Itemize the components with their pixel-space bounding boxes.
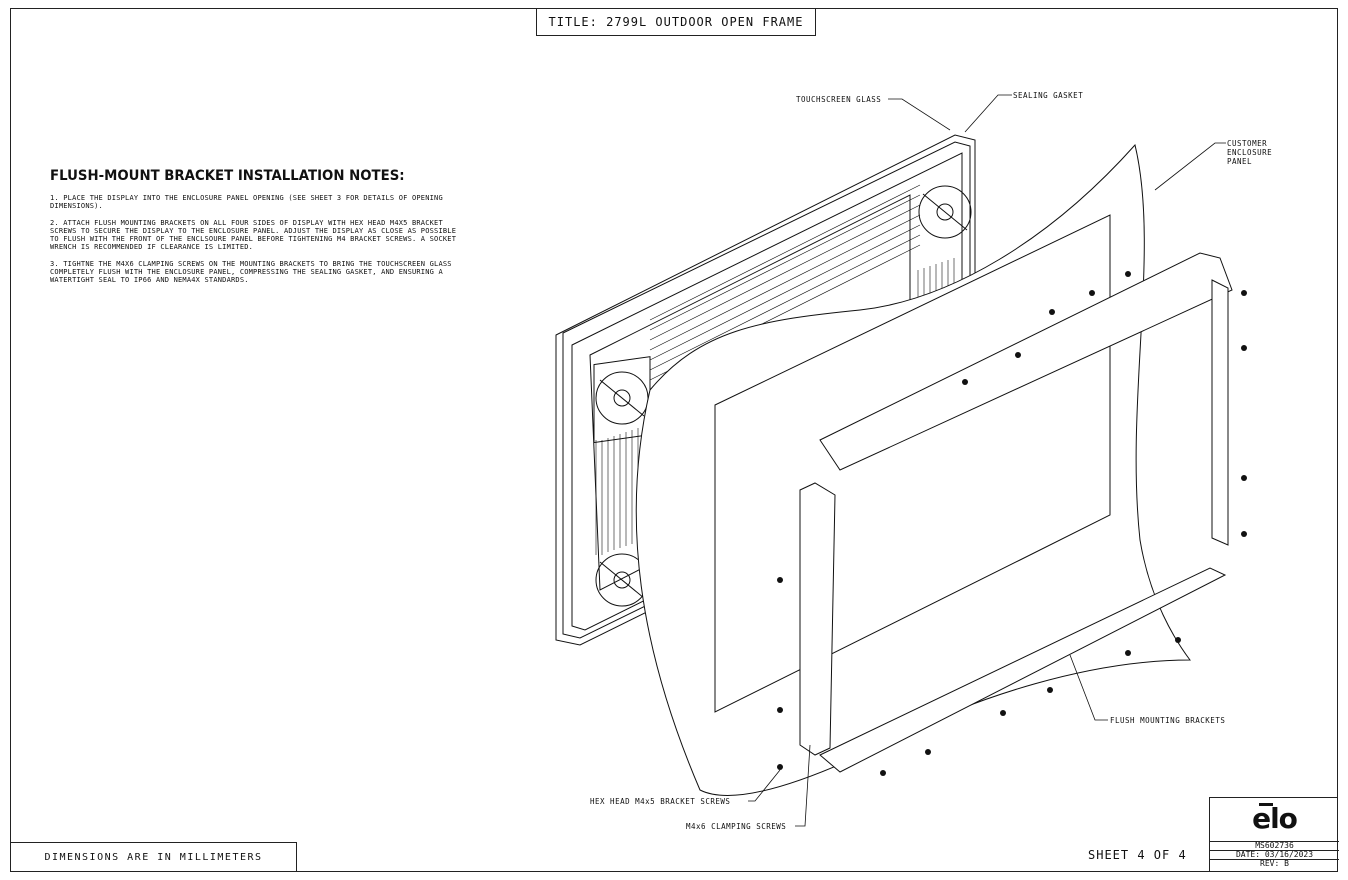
installation-notes: FLUSH-MOUNT BRACKET INSTALLATION NOTES: … [50,168,460,293]
callout-customer-panel-line-3: PANEL [1227,157,1253,166]
callout-sealing-gasket: SEALING GASKET [1013,91,1084,100]
callout-clamping-screws: M4x6 CLAMPING SCREWS [686,822,787,831]
elo-logo-text: elo [1252,802,1298,835]
callout-touchscreen-glass: TOUCHSCREEN GLASS [796,95,882,104]
callout-flush-brackets: FLUSH MOUNTING BRACKETS [1110,716,1226,725]
callout-customer-panel-line-1: CUSTOMER [1227,139,1268,148]
drawing-title: TITLE: 2799L OUTDOOR OPEN FRAME [536,8,816,36]
callout-customer-panel: CUSTOMER ENCLOSURE PANEL [1227,139,1272,166]
drawing-rev: REV: B [1210,859,1339,868]
title-block: elo MS602736 DATE: 03/16/2023 REV: B [1209,797,1339,872]
drawing-border [10,8,1338,872]
note-item-1: 1. PLACE THE DISPLAY INTO THE ENCLOSURE … [50,194,443,210]
note-item-2: 2. ATTACH FLUSH MOUNTING BRACKETS ON ALL… [50,219,457,251]
flush-mounting-brackets [799,252,1233,773]
callout-hex-screws: HEX HEAD M4x5 BRACKET SCREWS [590,797,731,806]
callout-customer-panel-line-2: ENCLOSURE [1227,148,1273,157]
notes-heading: FLUSH-MOUNT BRACKET INSTALLATION NOTES: [50,168,405,184]
elo-logo: elo [1210,802,1339,835]
sheet-number: SHEET 4 OF 4 [1088,848,1187,862]
note-item-3: 3. TIGHTNE THE M4x6 CLAMPING SCREWS ON T… [50,260,452,284]
dimensions-note: DIMENSIONS ARE IN MILLIMETERS [10,842,297,872]
drawing-number: MS602736 [1210,841,1339,850]
drawing-date: DATE: 03/16/2023 [1210,850,1339,859]
